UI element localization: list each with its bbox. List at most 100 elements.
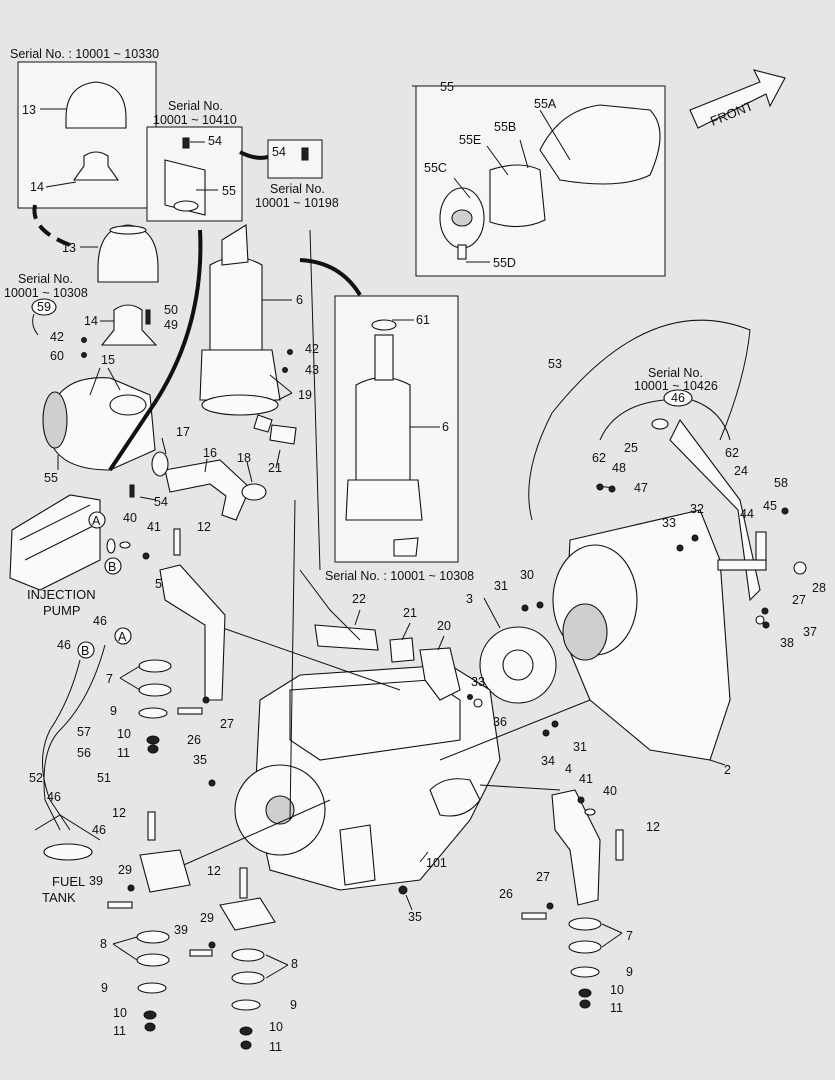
callout-b2 [77,641,95,659]
bolt-39 [107,901,133,909]
label-9: 9 [626,965,633,979]
label-50: 50 [164,303,178,317]
bolt-26b [521,912,547,920]
mount-7a [138,659,172,673]
label-46: 46 [57,638,71,652]
muffler-base [199,349,281,401]
part-labels: 13 14 13 14 54 55 54 55 55A 55B 55E 55C … [22,80,826,1054]
serial-54b-line1: Serial No. [270,182,325,196]
bracket-4 [551,789,601,906]
label-34: 34 [541,754,555,768]
dipstick-24 [669,418,761,602]
serial-muffler: Serial No. : 10001 ~ 10308 [325,569,474,583]
starter-101 [429,778,481,817]
engine-mount-left [119,528,226,754]
label-29: 29 [118,863,132,877]
label-11: 11 [610,1001,623,1015]
label-13: 13 [22,103,36,117]
label-11: 11 [269,1040,282,1054]
label-10: 10 [610,983,624,997]
bracket-44 [717,559,767,571]
hose-16 [164,459,251,521]
label-60: 60 [50,349,64,363]
label-48: 48 [612,461,626,475]
bolt-12c [239,867,248,899]
label-26: 26 [499,887,513,901]
callout-a2 [114,627,132,645]
label-6: 6 [296,293,303,307]
serial-46-line2: 10001 ~ 10426 [634,379,718,393]
mount-7d [568,940,602,954]
label-42: 42 [50,330,64,344]
label-55e: 55E [459,133,481,147]
serial-box-54b [267,139,323,179]
label-18: 18 [237,451,251,465]
label-56: 56 [77,746,91,760]
front-arrow-shape [689,69,786,129]
adapter-14 [100,304,158,346]
injection-caption-2: PUMP [43,603,81,618]
label-2: 2 [724,763,731,777]
bracket-5 [159,564,226,701]
plate-bl [139,849,191,893]
label-41: 41 [579,772,593,786]
mount-7c [568,917,602,931]
clamp-18 [241,483,267,501]
label-54: 54 [208,134,222,148]
hose-22 [314,624,379,651]
muffler-serial-box: Serial No. : 10001 ~ 10308 [325,295,474,583]
label-46: 46 [92,823,106,837]
callout-a1 [88,511,106,529]
label-26: 26 [187,733,201,747]
label-32: 32 [690,502,704,516]
serial-54a-line1: Serial No. [168,99,223,113]
sensor-54b [301,147,309,161]
transmission: Serial No. 10001 ~ 10426 46 [479,319,807,766]
label-29: 29 [200,911,214,925]
serial-box-54: Serial No. 10001 ~ 10410 Serial No. 1000… [146,99,339,222]
exhaust-pipe [221,224,249,266]
serial-59-line1: Serial No. [18,272,73,286]
sensor-54 [182,137,190,149]
precleaner-cap [65,81,127,129]
label-15: 15 [101,353,115,367]
label-35: 35 [408,910,422,924]
label-46: 46 [47,790,61,804]
plug-28 [793,561,807,575]
label-47: 47 [634,481,648,495]
bolt-39b [189,949,213,957]
label-35: 35 [193,753,207,767]
label-55: 55 [222,184,236,198]
label-61: 61 [416,313,430,327]
label-55c: 55C [424,161,447,175]
injection-pump-body [9,494,101,591]
label-30: 30 [520,568,534,582]
label-16: 16 [203,446,217,460]
label-22: 22 [352,592,366,606]
bolt-12d [615,829,624,861]
bracket-45 [755,531,767,561]
serial-54a-line2: 10001 ~ 10410 [153,113,237,127]
label-62: 62 [592,451,606,465]
front-arrow: FRONT [689,69,786,129]
label-10: 10 [113,1006,127,1020]
label-12: 12 [646,820,660,834]
clamp-17 [151,451,169,477]
label-49: 49 [164,318,178,332]
label-25: 25 [624,441,638,455]
label-41: 41 [147,520,161,534]
label-9: 9 [101,981,108,995]
engine-mount-bottom-center [189,867,289,1050]
label-10: 10 [269,1020,283,1034]
callout-a2-text: A [118,630,127,644]
serial-box-precleaner: Serial No. : 10001 ~ 10330 [10,47,159,209]
label-52: 52 [29,771,43,785]
injection-caption-1: INJECTION [27,587,96,602]
label-33: 33 [471,675,485,689]
fuel-tank-cap [43,843,93,861]
air-cleaner-box [412,85,666,277]
label-54: 54 [272,145,286,159]
bolt-12 [173,528,181,556]
